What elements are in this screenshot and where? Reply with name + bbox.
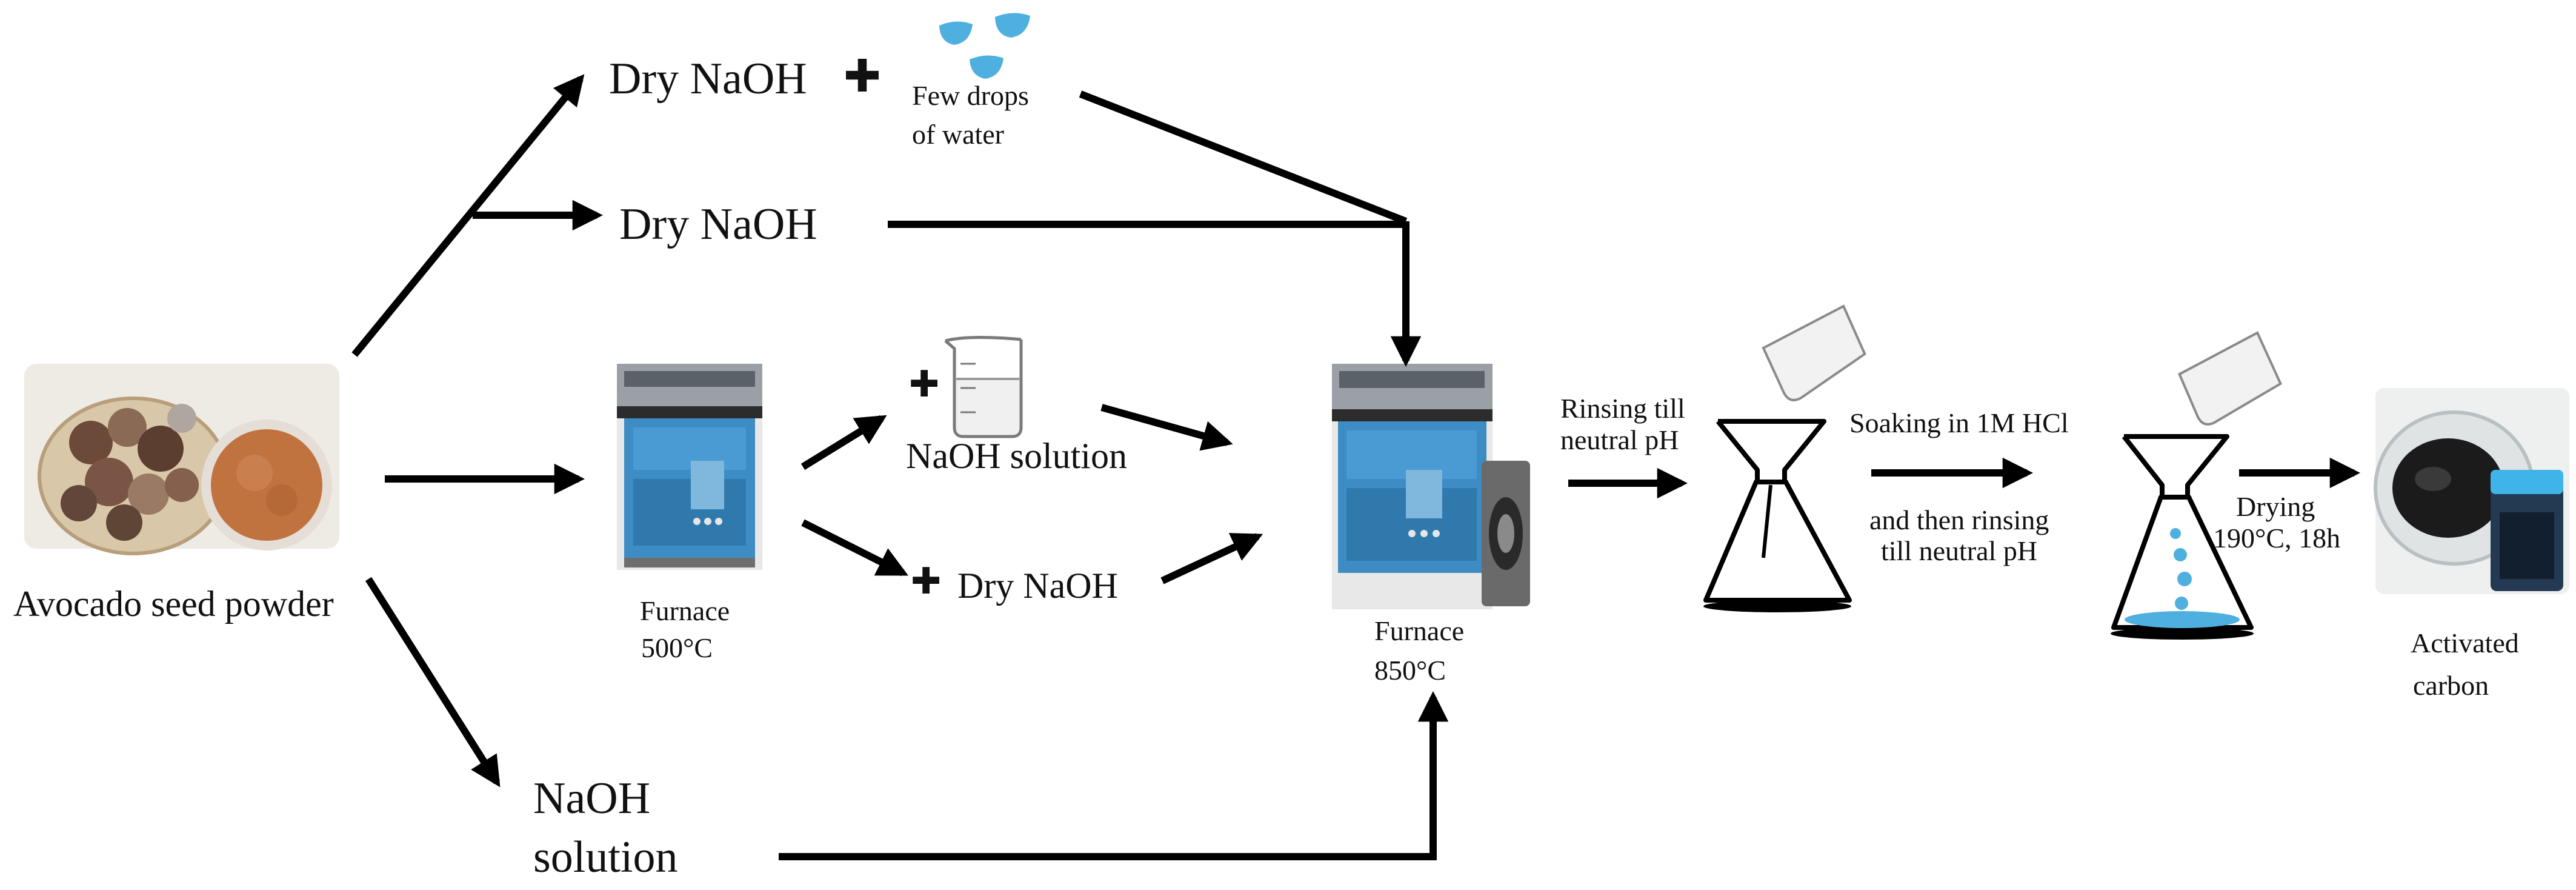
dry-naoh-label: Dry NaOH xyxy=(957,566,1118,606)
furnace-label: Furnace xyxy=(1374,615,1465,646)
drying-label: 190°C, 18h xyxy=(2213,523,2341,554)
rinse-label: and then rinsing xyxy=(1869,504,2049,535)
avocado-seed-powder-label: Avocado seed powder xyxy=(13,584,334,624)
of-water-label: of water xyxy=(912,119,1004,150)
soaking-label: Soaking in 1M HCl xyxy=(1849,407,2069,438)
plus-icon: ✚ xyxy=(844,50,882,102)
arrow xyxy=(801,519,909,577)
beaker-icon xyxy=(2177,331,2283,426)
funnel-flask-icon xyxy=(1703,419,1852,612)
furnace-label: Furnace xyxy=(640,595,730,626)
activated-carbon-label: carbon xyxy=(2413,670,2489,701)
arrows xyxy=(351,74,2361,860)
arrow xyxy=(779,691,1449,860)
plus-icon: ✚ xyxy=(911,560,942,603)
dry-naoh-label: Dry NaOH xyxy=(609,54,807,104)
activated-carbon-image xyxy=(2374,388,2569,594)
connector-line xyxy=(1079,90,1408,225)
arrow xyxy=(365,577,501,788)
naoh-solution-label: NaOH xyxy=(533,774,651,823)
water-drops-icon xyxy=(939,13,1030,79)
beaker-icon xyxy=(944,335,1023,438)
rinsing-label: Rinsing till xyxy=(1560,393,1685,424)
few-drops-label: Few drops xyxy=(912,80,1029,111)
dry-naoh-label: Dry NaOH xyxy=(619,199,817,249)
arrow xyxy=(800,415,887,470)
furnace-temperature-label: 500°C xyxy=(641,632,713,663)
naoh-solution-label: NaOH solution xyxy=(906,436,1127,476)
drying-label: Drying xyxy=(2236,491,2315,522)
furnace-icon xyxy=(617,364,762,570)
furnace-temperature-label: 850°C xyxy=(1374,655,1446,686)
funnel-flask-icon xyxy=(2111,434,2254,640)
rinsing-label: neutral pH xyxy=(1560,424,1679,455)
avocado-seed-image xyxy=(24,364,339,555)
arrow xyxy=(1160,533,1263,584)
water-drops-icon xyxy=(2125,528,2240,628)
activated-carbon-label: Activated xyxy=(2411,627,2519,658)
furnace-icon xyxy=(1332,364,1530,609)
plus-icon: ✚ xyxy=(909,363,940,406)
arrow xyxy=(1100,404,1233,451)
arrow xyxy=(351,74,585,357)
beaker-icon xyxy=(1762,304,1866,401)
rinse-label: till neutral pH xyxy=(1881,535,2038,566)
naoh-solution-label: solution xyxy=(533,832,678,882)
